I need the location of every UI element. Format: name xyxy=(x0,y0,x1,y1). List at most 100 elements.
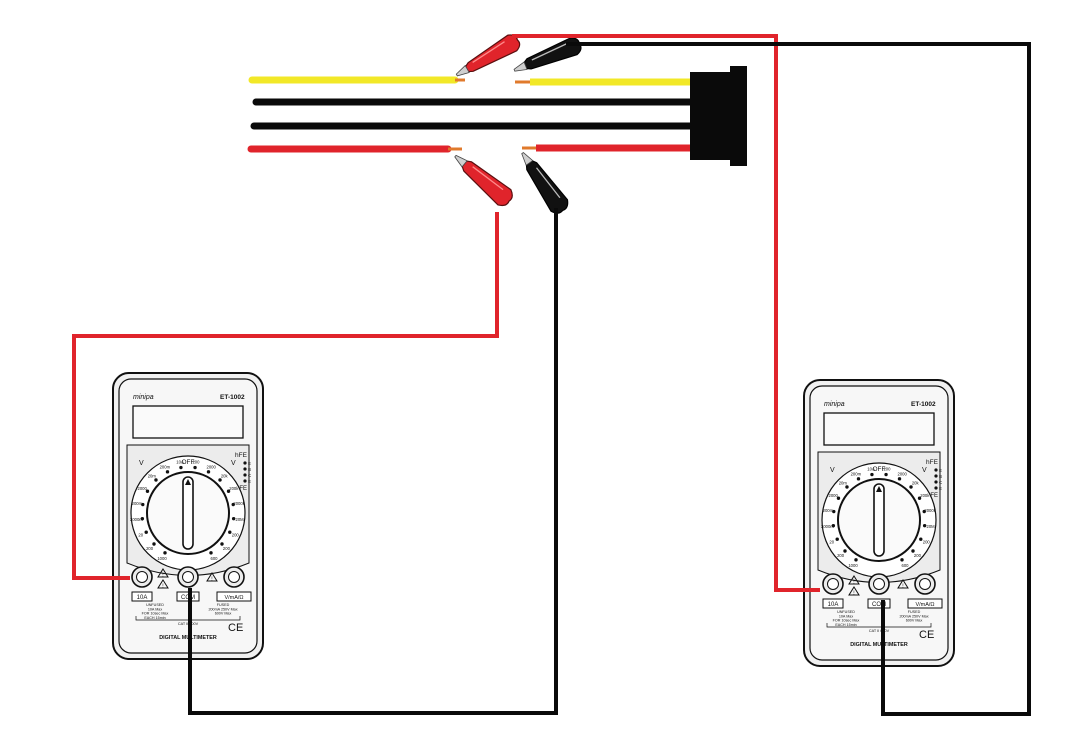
range-label: 200 xyxy=(192,459,200,464)
range-label: 10A xyxy=(867,466,875,471)
range-label: 200 xyxy=(232,533,240,538)
warning-icon xyxy=(157,579,169,589)
meter-hfe-label: hFE xyxy=(235,452,248,459)
hfe-pin-label: E xyxy=(248,461,251,466)
range-dot xyxy=(193,465,197,470)
warning-icon-mark: ! xyxy=(162,573,163,579)
meter-brand: minipa xyxy=(133,394,154,401)
port-10a-label: 10A xyxy=(828,602,839,608)
warning-icon-mark: ! xyxy=(853,591,854,597)
range-dot xyxy=(845,485,849,489)
range-label: 2000 xyxy=(138,486,148,491)
clip-red-top xyxy=(455,34,521,77)
range-label: 200k xyxy=(229,486,239,491)
port-com-label-box xyxy=(867,598,891,609)
meter-hfe-label2: hFE xyxy=(236,486,247,492)
lead-black-right-meter xyxy=(566,42,1031,716)
range-label: 2000 xyxy=(898,471,908,476)
range-label: 2000m xyxy=(821,524,834,529)
meter-model: ET-1002 xyxy=(911,401,936,408)
range-dot xyxy=(884,472,888,477)
range-dot xyxy=(206,470,211,474)
range-dot xyxy=(231,502,235,507)
range-dot xyxy=(152,542,156,546)
port-v-label-box xyxy=(216,591,252,602)
range-label: 20m xyxy=(839,480,848,485)
ce-mark: CE xyxy=(919,629,934,641)
cable-right-segment xyxy=(515,78,692,152)
clip-black-top xyxy=(513,37,582,72)
hfe-pin-label: C xyxy=(248,473,252,478)
range-label: 2000 xyxy=(829,493,839,498)
range-dot xyxy=(218,478,222,482)
range-label: 200 xyxy=(914,553,922,558)
warning-text-left: UNFUSED xyxy=(837,610,855,614)
probe-leads xyxy=(72,34,1031,716)
hfe-pin-label: B xyxy=(248,467,251,472)
range-dot xyxy=(145,489,150,493)
warning-icon xyxy=(848,586,860,596)
range-label: 2000m xyxy=(130,517,143,522)
warning-text-left: 10A Max xyxy=(148,607,163,611)
cable-left-segment xyxy=(247,76,696,153)
range-label: 20 xyxy=(829,540,834,545)
meter-dcv-label: V xyxy=(830,467,835,474)
range-dot xyxy=(835,537,839,541)
range-dot xyxy=(220,542,224,546)
power-connector xyxy=(690,66,747,166)
range-dot xyxy=(831,523,836,528)
hfe-socket-dot xyxy=(934,474,938,478)
range-label: 20m xyxy=(148,473,157,478)
range-label: 20k xyxy=(221,473,229,478)
range-dot xyxy=(900,558,904,562)
range-label: 2000k xyxy=(924,508,936,513)
range-dot xyxy=(919,537,923,541)
hfe-pin-label: C xyxy=(939,480,943,485)
multimeter-right: minipaET-1002VVhFEEBCEPNPhFE100020020200… xyxy=(803,379,955,667)
cat-label: CAT II 600V xyxy=(869,629,890,633)
warning-text-left: FOR 10sec Max xyxy=(833,619,860,623)
hfe-socket-dot xyxy=(243,473,247,477)
warning-text-left: FOR 10sec Max xyxy=(142,612,169,616)
range-dot xyxy=(228,530,232,534)
hfe-socket-dot xyxy=(243,467,247,471)
hfe-pin-label: E xyxy=(939,468,942,473)
knob-pointer xyxy=(873,483,885,557)
jack-hole xyxy=(873,578,885,590)
range-dot xyxy=(922,509,926,514)
warning-text-left: EACH 15min xyxy=(144,616,165,620)
range-dot xyxy=(163,551,167,555)
range-dot xyxy=(909,485,913,489)
range-dot xyxy=(917,496,922,500)
range-label: 200 xyxy=(223,546,231,551)
warning-text-right: FUSED xyxy=(908,610,921,614)
warning-text-left: EACH 15min xyxy=(835,623,856,627)
port-com-label: COM xyxy=(872,602,886,608)
range-label: 1000 xyxy=(848,563,858,568)
warning-text-left: UNFUSED xyxy=(146,603,164,607)
lead-red-left-meter xyxy=(72,212,499,580)
range-label: 200m xyxy=(160,464,171,469)
meter-hfe-label2: hFE xyxy=(927,493,938,499)
range-label: 2000 xyxy=(207,464,217,469)
range-label: 200 xyxy=(883,466,891,471)
range-dot xyxy=(832,509,836,514)
hfe-socket-dot xyxy=(934,486,938,490)
range-dot xyxy=(144,530,148,534)
warning-text-left: 10A Max xyxy=(839,614,854,618)
range-dot xyxy=(911,549,915,553)
knob-pointer-tip xyxy=(876,486,882,492)
warning-icon-mark: ! xyxy=(902,584,903,590)
range-label: 20k xyxy=(912,480,920,485)
range-dot xyxy=(836,496,841,500)
hfe-pin-label: E xyxy=(248,479,251,484)
knob-pointer-tip xyxy=(185,479,191,485)
multimeter-left: minipaET-1002VVhFEEBCEPNPhFE100020020200… xyxy=(112,372,264,660)
warning-bracket xyxy=(826,623,932,628)
range-label: 200k xyxy=(920,493,930,498)
hfe-socket-dot xyxy=(934,468,938,472)
port-v-label: V/mA/Ω xyxy=(915,602,934,608)
range-dot xyxy=(140,516,145,521)
warning-icon xyxy=(157,568,169,578)
